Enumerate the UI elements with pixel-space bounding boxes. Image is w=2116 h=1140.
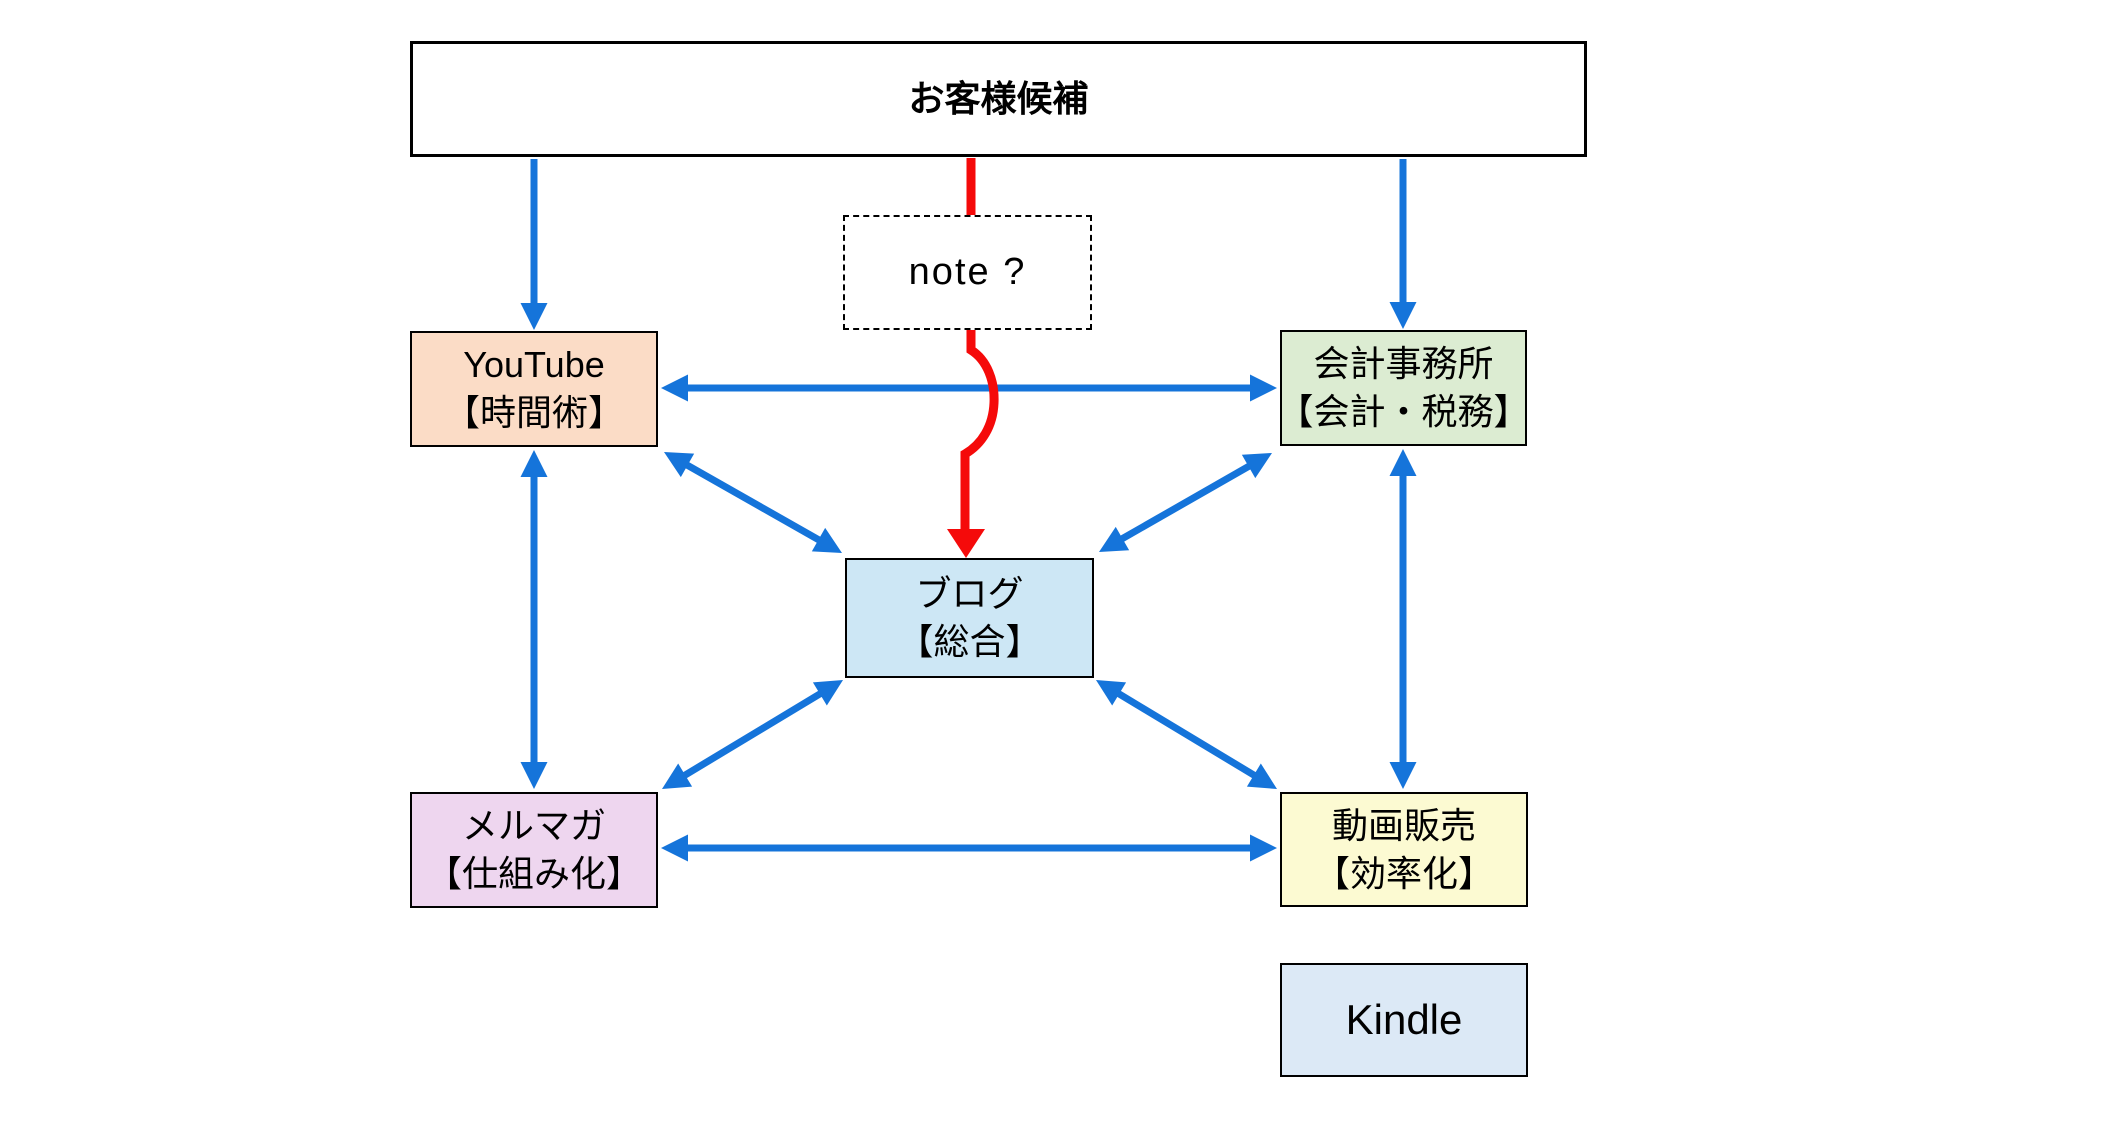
node-note-label: note ?	[908, 251, 1027, 294]
node-video-sales: 動画販売 【効率化】	[1280, 792, 1528, 907]
node-blog-line2: 【総合】	[897, 621, 1042, 662]
arrow-customer-to-accounting	[1389, 159, 1417, 329]
arrow-youtube-blog	[664, 452, 842, 553]
node-accounting-office: 会計事務所 【会計・税務】	[1277, 330, 1530, 446]
node-blog: ブログ 【総合】	[845, 558, 1094, 678]
node-video-line1: 動画販売	[1331, 804, 1476, 846]
node-youtube: YouTube 【時間術】	[410, 331, 658, 447]
arrow-blog-mailmag	[662, 680, 843, 789]
node-customer-prospects: お客様候補	[410, 41, 1587, 157]
arrow-youtube-mailmag	[520, 450, 548, 789]
arrow-accounting-video	[1389, 449, 1417, 789]
node-mail-magazine: メルマガ 【仕組み化】	[410, 792, 658, 908]
node-video-line2: 【効率化】	[1313, 852, 1494, 894]
arrow-youtube-accounting	[661, 374, 1277, 402]
arrow-customer-to-youtube	[520, 159, 548, 330]
node-accounting-line1: 会計事務所	[1313, 343, 1494, 385]
arrow-mailmag-video	[661, 834, 1277, 862]
node-customer-label: お客様候補	[908, 78, 1089, 120]
node-youtube-line2: 【時間術】	[443, 392, 624, 433]
node-note-question: note ?	[843, 215, 1092, 330]
node-youtube-line1: YouTube	[463, 344, 605, 386]
node-accounting-line2: 【会計・税務】	[1277, 391, 1530, 432]
arrow-customer-to-blog-red	[947, 158, 999, 558]
node-mailmag-line1: メルマガ	[461, 805, 606, 847]
arrow-accounting-blog	[1099, 453, 1272, 552]
node-blog-line1: ブログ	[915, 573, 1024, 615]
node-mailmag-line2: 【仕組み化】	[425, 853, 642, 894]
node-kindle-label: Kindle	[1345, 996, 1463, 1044]
node-kindle: Kindle	[1280, 963, 1528, 1077]
arrow-blog-video	[1096, 680, 1277, 789]
